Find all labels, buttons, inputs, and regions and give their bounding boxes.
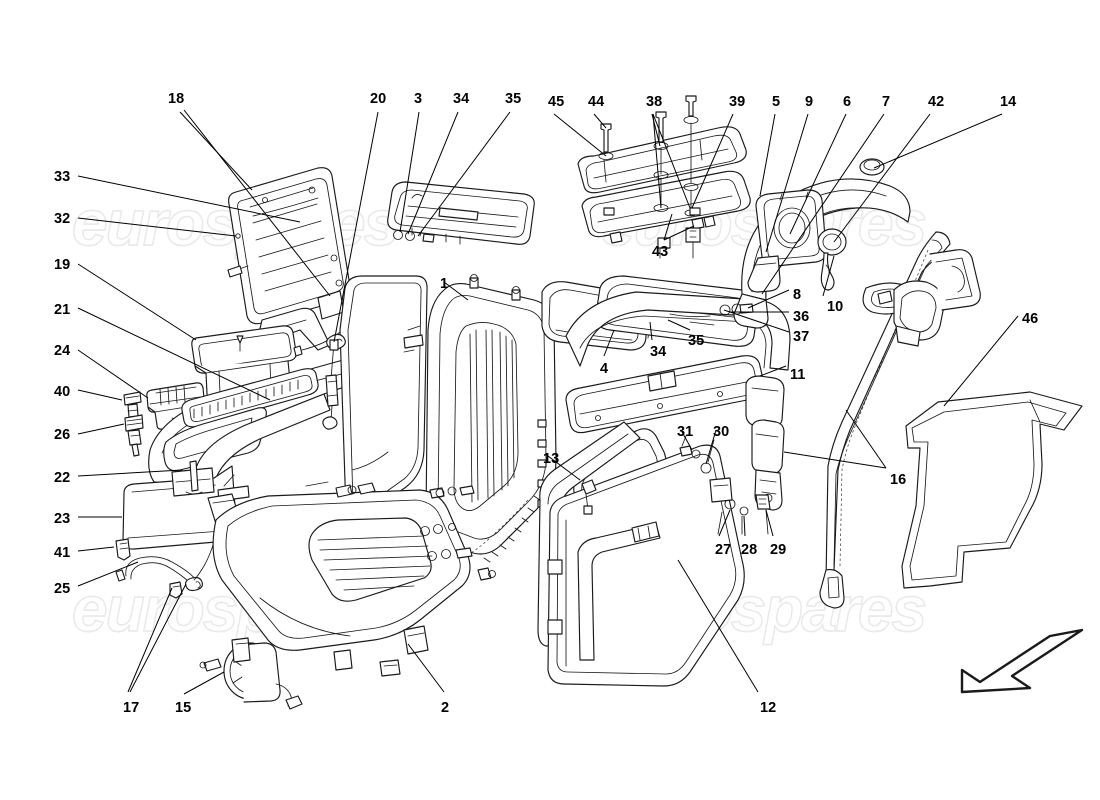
callout-46: 46 [1022,311,1039,327]
callout-19: 19 [54,257,71,273]
part-2-seat-cushion [212,489,471,677]
callout-32: 32 [54,211,71,227]
callout-8: 8 [793,287,802,303]
part-16-upper-anchor [893,249,981,347]
part-3-rear-trim-bar [387,181,535,245]
direction-arrow [960,628,1084,694]
callout-23: 23 [54,511,71,527]
callout-40: 40 [54,384,71,400]
callout-16: 16 [890,472,907,488]
callout-35b: 35 [688,333,705,349]
callout-13: 13 [543,451,560,467]
callout-29: 29 [770,542,787,558]
callout-22: 22 [54,470,71,486]
callout-34: 34 [453,91,470,107]
callout-33: 33 [54,169,71,185]
part-16-buckle-stalk [745,375,785,511]
callout-15: 15 [175,700,192,716]
part-45-44-38-bolts [598,95,701,217]
callout-45: 45 [548,94,565,110]
part-5-mid-panel [581,170,751,244]
callout-44: 44 [588,94,605,110]
callout-3: 3 [414,91,423,107]
part-43-clips [657,227,701,259]
callout-20: 20 [370,91,387,107]
callout-10: 10 [827,299,844,315]
callout-14: 14 [1000,94,1017,110]
part-41-clip [115,538,131,561]
callout-37: 37 [793,329,810,345]
part-20-gas-strut [322,339,339,430]
callout-25: 25 [54,581,71,597]
callout-17: 17 [123,700,140,716]
callout-4: 4 [600,361,609,377]
callout-30: 30 [713,424,730,440]
part-1-seat-backrest [339,275,428,523]
callout-leader-lines [77,109,1019,695]
part-40-cigarette-lighter [123,391,142,418]
part-8-36-detail [719,303,754,316]
callout-34b: 34 [650,344,667,360]
callout-27: 27 [715,542,732,558]
part-1-seat-cushion-backrest [425,274,557,563]
callout-12: 12 [760,700,777,716]
part-12-side-trim-panel [547,444,745,687]
part-9-6-bracket [747,189,827,293]
callout-35: 35 [505,91,522,107]
callout-43: 43 [652,244,669,260]
callout-5: 5 [772,94,781,110]
callout-31: 31 [677,424,694,440]
callout-21: 21 [54,302,71,318]
part-27-28-29-fasteners [709,477,771,535]
callout-6: 6 [843,94,852,110]
callout-42: 42 [928,94,945,110]
part-15-belt-retractor [199,642,303,710]
callout-1: 1 [440,276,449,292]
callout-9: 9 [805,94,814,110]
callout-28: 28 [741,542,758,558]
callout-36: 36 [793,309,810,325]
callout-18: 18 [168,91,185,107]
part-39-upper-panel [577,126,747,194]
part-42-plug [859,158,885,176]
callout-26: 26 [54,427,71,443]
callout-11: 11 [790,367,806,383]
part-26-socket [124,414,144,457]
part-hardware-seat [293,331,496,581]
callout-7: 7 [882,94,891,110]
callout-39: 39 [729,94,746,110]
part-25-cable [115,529,217,592]
callout-41: 41 [54,545,71,561]
part-46-quarter-trim [901,391,1083,589]
callout-38: 38 [646,94,663,110]
callout-24: 24 [54,343,71,359]
part-18-backrest-panel [227,167,351,351]
callout-2: 2 [441,700,450,716]
